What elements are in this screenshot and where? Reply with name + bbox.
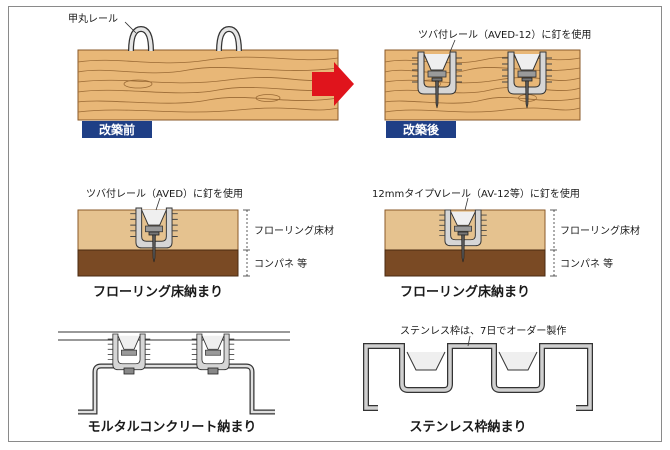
leader-line <box>464 197 469 211</box>
leader-line <box>155 197 161 211</box>
leader-line <box>124 21 137 34</box>
rail-groove <box>406 351 446 371</box>
floor-material-label: フローリング床材 <box>254 224 334 237</box>
stainless-frame <box>363 343 593 411</box>
stainless-section: ステンレス枠は、7日でオーダー製作 ステンレス枠納まり <box>363 324 593 435</box>
before-badge: 改築前 <box>99 122 135 137</box>
base-material-label: コンパネ 等 <box>254 257 307 270</box>
flooring-section-right: 12mmタイプVレール（AV-12等）に釘を使用 フローリング床材 コンパネ 等… <box>372 187 640 300</box>
rail-label: ツバ付レール（AVED）に釘を使用 <box>86 187 243 200</box>
anchor-bracket <box>78 363 275 415</box>
after-badge-bg <box>386 121 456 138</box>
round-rail-right <box>219 29 239 51</box>
caption-flooring-left: フローリング床納まり <box>93 284 223 300</box>
rail-groove <box>498 351 538 371</box>
rail-left <box>107 333 151 371</box>
plywood-layer <box>77 249 239 277</box>
round-rail-label: 甲丸レール <box>68 12 118 25</box>
floor-material-label: フローリング床材 <box>560 224 640 237</box>
bolt-icon <box>123 367 135 375</box>
caption-stainless: ステンレス枠納まり <box>409 419 526 435</box>
after-badge: 改築後 <box>403 122 440 137</box>
arrow-icon <box>312 62 354 106</box>
mortar-section: モルタルコンクリート納まり <box>58 331 290 435</box>
round-rail-left <box>131 29 151 51</box>
before-panel: 甲丸レール 改築前 <box>68 12 339 138</box>
rail-label: 12mmタイプVレール（AV-12等）に釘を使用 <box>372 187 580 200</box>
before-badge-bg <box>82 121 152 138</box>
stainless-label: ステンレス枠は、7日でオーダー製作 <box>400 324 566 337</box>
after-panel: ツバ付レール（AVED-12）に釘を使用 改築後 <box>384 28 591 138</box>
flooring-section-left: ツバ付レール（AVED）に釘を使用 フローリング床材 コンパネ 等 フローリング… <box>77 187 334 300</box>
caption-mortar: モルタルコンクリート納まり <box>88 419 257 435</box>
flanged-rail-label: ツバ付レール（AVED-12）に釘を使用 <box>418 28 591 41</box>
rail-right <box>191 333 235 371</box>
leader-line <box>449 39 456 53</box>
bolt-icon <box>207 367 219 375</box>
base-material-label: コンパネ 等 <box>560 257 613 270</box>
leader-line <box>467 335 471 347</box>
plywood-layer <box>384 249 546 277</box>
caption-flooring-right: フローリング床納まり <box>400 284 530 300</box>
